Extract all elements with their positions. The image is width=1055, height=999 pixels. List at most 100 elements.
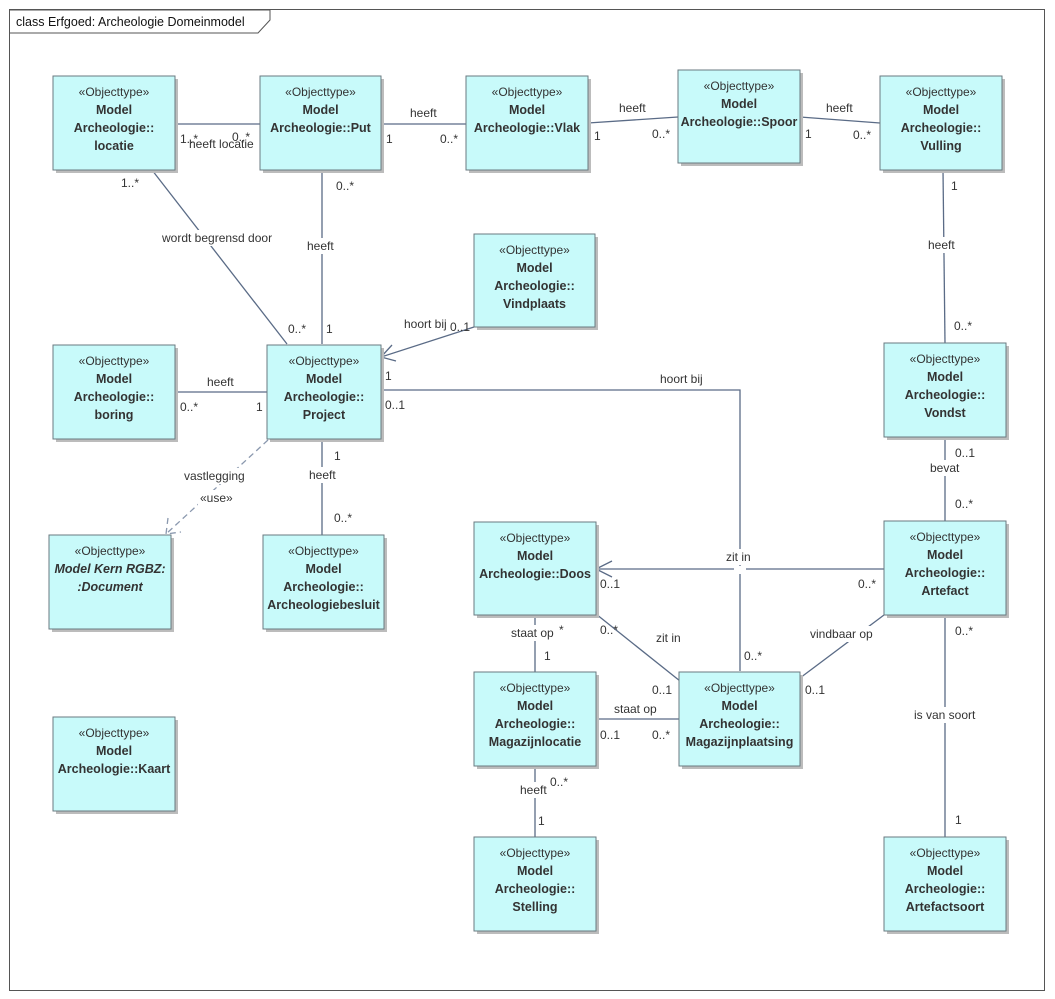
- class-stereotype: «Objecttype»: [906, 85, 977, 99]
- edge-spoor-vulling[interactable]: [799, 116, 881, 124]
- class-name-line: Archeologie::Put: [270, 121, 372, 135]
- edge-project-document[interactable]: [165, 439, 269, 535]
- edge-artefact-magazijnplaatsing[interactable]: [799, 614, 885, 679]
- class-box: [52, 344, 176, 440]
- class-stereotype: «Objecttype»: [79, 354, 150, 368]
- class-name-line: Archeologie::Kaart: [58, 762, 171, 776]
- class-name-line: Archeologie::Spoor: [681, 115, 798, 129]
- edge-locatie-project[interactable]: [151, 169, 288, 345]
- class-name-line: Archeologie::: [494, 279, 575, 293]
- mult-artefact-magazijnplaatsing-1: 0..1: [805, 683, 825, 697]
- diagram-title: class Erfgoed: Archeologie Domeinmodel: [16, 15, 245, 29]
- mult-vondst-artefact-1: 0..1: [955, 446, 975, 460]
- class-name-line: Model Kern RGBZ:: [54, 562, 165, 576]
- class-name-line: Archeologie::Vlak: [474, 121, 580, 135]
- class-name-line: Archeologie::: [283, 580, 364, 594]
- mult-vulling-vondst-2: 0..*: [954, 319, 972, 333]
- class-name-line: Archeologie::: [495, 717, 576, 731]
- class-name-line: Archeologie::: [905, 566, 986, 580]
- mult-spoor-vulling-2: 0..*: [853, 128, 871, 142]
- edge-project-magazijnplaatsing-a[interactable]: [381, 389, 741, 566]
- class-name-line: Archeologie::: [74, 390, 155, 404]
- edge-doos-magazijnplaatsing[interactable]: [595, 613, 681, 682]
- mult-project-magazijnplaatsing-3: 0..*: [744, 649, 762, 663]
- class-name-line: Model: [516, 261, 552, 275]
- class-stereotype: «Objecttype»: [75, 544, 146, 558]
- mult-artefact-doos-1: 0..1: [600, 577, 620, 591]
- mult-vlak-spoor-1: 1: [594, 129, 601, 143]
- class-document[interactable]: «Objecttype»Model Kern RGBZ::Document: [48, 534, 174, 632]
- mult-doos-magazijnlocatie-2: 1: [544, 649, 551, 663]
- mult-doos-magazijnplaatsing-2: 0..1: [652, 683, 672, 697]
- class-name-line: Model: [923, 103, 959, 117]
- class-archeologiebesluit[interactable]: «Objecttype»ModelArcheologie::Archeologi…: [262, 534, 387, 632]
- edge-vindplaats-project[interactable]: [380, 326, 475, 358]
- label-project-magazijnplaatsing: hoort bij: [660, 372, 703, 386]
- label-vlak-spoor: heeft: [619, 101, 646, 115]
- class-artefactsoort[interactable]: «Objecttype»ModelArcheologie::Artefactso…: [883, 836, 1009, 934]
- class-magazijnplaatsing[interactable]: «Objecttype»ModelArcheologie::Magazijnpl…: [678, 671, 803, 769]
- mult-vindplaats-project-1: 0..1: [450, 320, 470, 334]
- class-name-line: Model: [927, 548, 963, 562]
- class-box: [52, 716, 176, 812]
- mult-locatie-project-2: 0..*: [288, 322, 306, 336]
- class-box: [677, 69, 801, 164]
- class-name-line: Model: [305, 562, 341, 576]
- mult-vondst-artefact-2: 0..*: [955, 497, 973, 511]
- mult-magazijnlocatie-stelling-2: 1: [538, 814, 545, 828]
- class-box: [266, 344, 382, 440]
- class-box: [879, 75, 1003, 171]
- label-doos-magazijnlocatie: staat op: [511, 626, 554, 640]
- label-magazijnlocatie-stelling: heeft: [520, 783, 547, 797]
- label-put-vlak: heeft: [410, 106, 437, 120]
- mult-spoor-vulling-1: 1: [805, 127, 812, 141]
- label-artefact-magazijnplaatsing: vindbaar op: [810, 627, 873, 641]
- edge-vulling-vondst[interactable]: [942, 169, 946, 344]
- class-name-line: Archeologie::: [495, 882, 576, 896]
- class-box: [678, 671, 801, 767]
- class-stereotype: «Objecttype»: [910, 530, 981, 544]
- class-name-line: boring: [95, 408, 134, 422]
- class-name-line: Magazijnplaatsing: [686, 735, 794, 749]
- class-name-line: Magazijnlocatie: [489, 735, 581, 749]
- class-name-line: Model: [509, 103, 545, 117]
- class-stereotype: «Objecttype»: [500, 531, 571, 545]
- class-name-line: Model: [96, 372, 132, 386]
- class-stereotype: «Objecttype»: [79, 726, 150, 740]
- class-name-line: Model: [96, 103, 132, 117]
- mult-magazijnlocatie-magazijnplaatsing-1: 0..1: [600, 728, 620, 742]
- class-stereotype: «Objecttype»: [704, 681, 775, 695]
- class-box: [48, 534, 172, 630]
- mult-vulling-vondst-1: 1: [951, 179, 958, 193]
- mult-put-vlak-2: 0..*: [440, 132, 458, 146]
- class-name-line: Model: [517, 549, 553, 563]
- class-box: [883, 836, 1007, 932]
- label-put-project: heeft: [307, 239, 334, 253]
- mult-put-project-2: 1: [326, 322, 333, 336]
- class-stereotype: «Objecttype»: [79, 85, 150, 99]
- class-stereotype: «Objecttype»: [288, 544, 359, 558]
- class-stereotype: «Objecttype»: [704, 79, 775, 93]
- class-box: [262, 534, 385, 630]
- mult-artefact-doos-2: 0..*: [858, 577, 876, 591]
- diagram-title-tab: [10, 9, 271, 34]
- class-stereotype: «Objecttype»: [500, 846, 571, 860]
- mult-put-vlak-1: 1: [386, 132, 393, 146]
- edge-vlak-spoor[interactable]: [587, 116, 679, 124]
- arrowhead-project-document: [165, 517, 182, 535]
- class-magazijnlocatie[interactable]: «Objecttype»ModelArcheologie::Magazijnlo…: [473, 671, 599, 769]
